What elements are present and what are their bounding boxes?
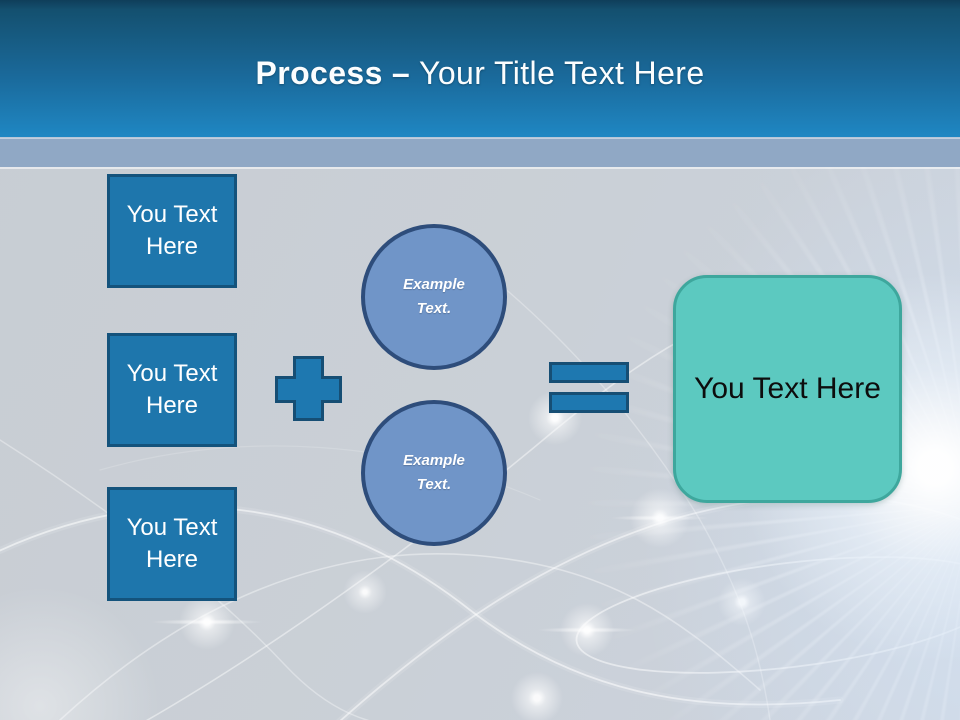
input-box-3: You Text Here: [107, 487, 237, 601]
result-box: You Text Here: [673, 275, 902, 503]
result-box-label: You Text Here: [694, 372, 881, 405]
title-separator: –: [391, 55, 411, 91]
input-box-2: You Text Here: [107, 333, 237, 447]
equals-icon: [549, 362, 629, 413]
example-circle-1-label: Example Text.: [403, 276, 465, 317]
page-title: Process–Your Title Text Here: [255, 45, 704, 92]
input-box-3-label: You Text Here: [126, 514, 218, 573]
example-circle-1: Example Text.: [361, 224, 507, 370]
slide-header: Process–Your Title Text Here: [0, 0, 960, 137]
header-accent-band: [0, 137, 960, 167]
example-circle-2: Example Text.: [361, 400, 507, 546]
title-secondary: Your Title Text Here: [419, 55, 705, 91]
plus-icon: [275, 356, 342, 421]
example-circle-2-label: Example Text.: [403, 452, 465, 493]
input-box-1-label: You Text Here: [126, 201, 218, 260]
input-box-2-label: You Text Here: [126, 360, 218, 419]
input-box-1: You Text Here: [107, 174, 237, 288]
title-primary: Process: [255, 55, 383, 91]
